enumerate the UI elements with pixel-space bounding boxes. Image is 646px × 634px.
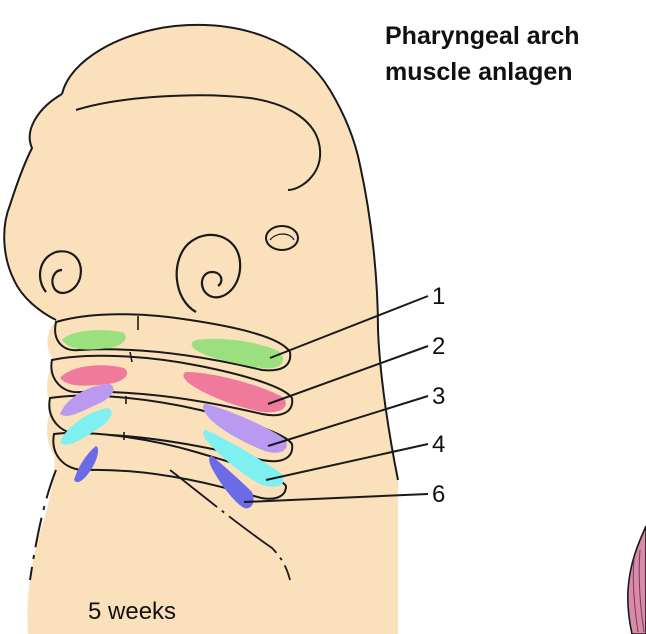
arch-label-1: 1 bbox=[432, 285, 445, 309]
stage-caption: 5 weeks bbox=[88, 600, 176, 624]
arch-label-6: 6 bbox=[432, 483, 445, 507]
figure-title-line-1: Pharyngeal arch bbox=[385, 24, 580, 49]
adjacent-figure-fragment bbox=[628, 526, 646, 634]
arch-label-2: 2 bbox=[432, 335, 445, 359]
arch-label-3: 3 bbox=[432, 385, 445, 409]
arch-label-4: 4 bbox=[432, 433, 445, 457]
figure-title-line-2: muscle anlagen bbox=[385, 60, 573, 85]
